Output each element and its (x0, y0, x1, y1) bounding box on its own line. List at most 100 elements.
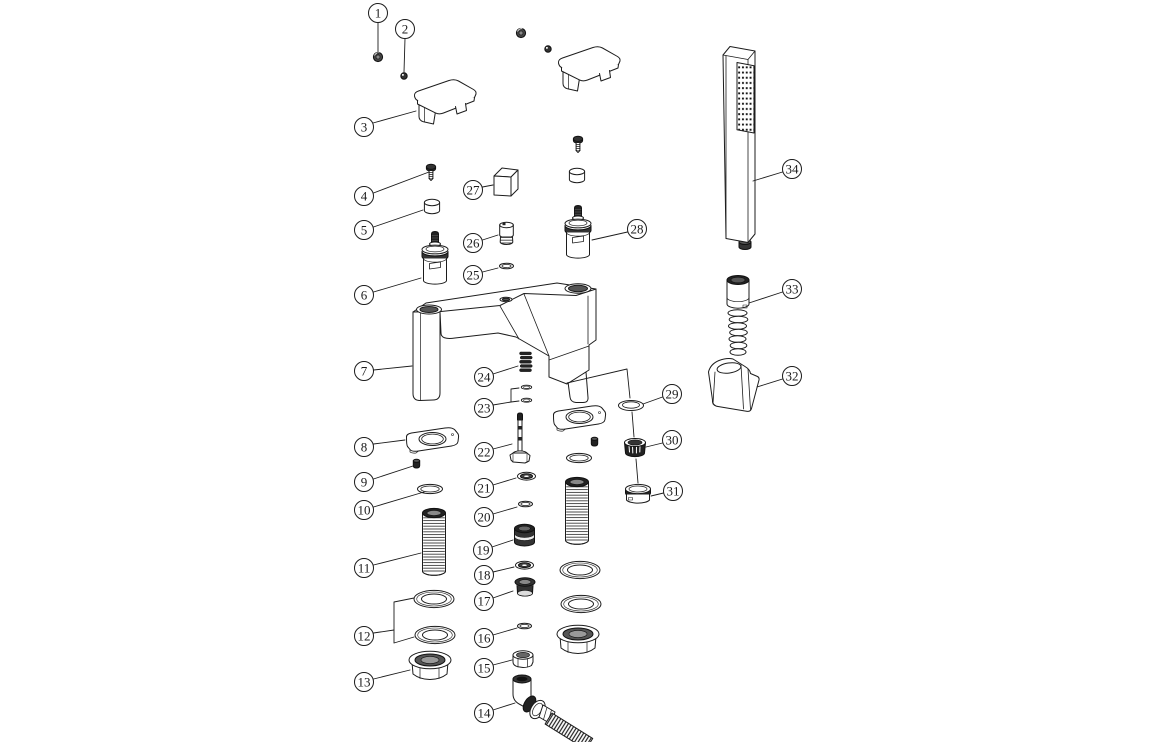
part-9-grub-screw-right (590, 436, 599, 447)
part-23-stem-o-ring-b (520, 397, 533, 403)
callout-number: 21 (478, 480, 491, 495)
leader-line (645, 442, 663, 448)
callout-circle (463, 180, 483, 200)
part-2-handle-screw (400, 72, 408, 80)
leader-line (642, 396, 663, 405)
part-12-washer-b (414, 625, 456, 645)
callout-6-valve-cartridge: 6 (354, 277, 422, 305)
callout-circle (354, 672, 374, 692)
part-17-seal-bush (514, 577, 536, 597)
callout-number: 6 (361, 287, 368, 302)
callout-number: 24 (478, 369, 492, 384)
callout-circle (354, 186, 374, 206)
callout-number: 12 (358, 628, 371, 643)
leader-line (373, 171, 430, 194)
leader-line (482, 184, 494, 188)
callout-number: 32 (786, 368, 799, 383)
part-5-spacer-sleeve-right (568, 167, 586, 184)
part-18-washer (515, 560, 534, 570)
callout-12-shank-washers: 12 (354, 597, 415, 646)
leader-line (373, 439, 406, 445)
callout-5-spacer-sleeve: 5 (354, 209, 424, 240)
leader-line (748, 291, 783, 304)
leader-line (373, 465, 414, 480)
callout-number: 2 (402, 21, 409, 36)
callout-number: 11 (358, 560, 371, 575)
callout-number: 19 (477, 542, 490, 557)
callout-33-shower-hose: 33 (748, 279, 802, 304)
leader-line (492, 387, 520, 406)
callout-circle (662, 384, 682, 404)
callout-number: 7 (361, 363, 368, 378)
callout-circle (474, 507, 494, 527)
callout-number: 28 (631, 221, 644, 236)
leader-line (373, 277, 422, 293)
callout-circle (782, 366, 802, 386)
part-1-handle-screw-cap-right (515, 27, 527, 39)
part-25-o-ring (499, 262, 514, 270)
callout-10-o-ring: 10 (354, 491, 425, 520)
leader-line (752, 171, 783, 182)
leader-line (373, 209, 424, 228)
callout-9-grub-screw: 9 (354, 465, 414, 492)
callout-number: 23 (478, 400, 491, 415)
callout-circle (473, 540, 493, 560)
callout-number: 1 (375, 5, 382, 20)
callout-number: 20 (478, 509, 491, 524)
callout-circle (354, 500, 374, 520)
callout-1-handle-screw-cap: 1 (368, 3, 388, 56)
leader-line (491, 539, 514, 548)
callout-8-base-plate: 8 (354, 437, 406, 457)
part-24-spring (519, 351, 533, 372)
leader-line (373, 365, 413, 371)
part-2-handle-screw-right (544, 45, 552, 53)
axis-line-segment (635, 458, 639, 484)
callout-circle (474, 367, 494, 387)
leader-line (492, 659, 513, 666)
callout-17-seal-bush: 17 (474, 590, 514, 611)
callout-number: 16 (478, 630, 492, 645)
callout-31-aerator-housing: 31 (650, 481, 683, 501)
callout-22-diverter-stem: 22 (474, 442, 513, 462)
callout-circle (662, 430, 682, 450)
callout-7-tap-body: 7 (354, 361, 413, 381)
callout-number: 8 (361, 439, 368, 454)
part-23-stem-o-ring-a (520, 384, 533, 390)
callout-circle (474, 591, 494, 611)
spout-axis-line (566, 368, 639, 484)
callout-number: 5 (361, 222, 368, 237)
callout-11-threaded-shank: 11 (354, 552, 422, 578)
leader-line (650, 492, 664, 497)
part-7-tap-body (412, 282, 597, 403)
callout-circle (474, 398, 494, 418)
callout-circle (474, 658, 494, 678)
part-29-spout-washer (618, 400, 644, 411)
part-21-stem-washer (517, 471, 536, 481)
callout-number: 33 (786, 281, 799, 296)
leader-line (492, 477, 517, 486)
callout-34-shower-handset: 34 (752, 159, 802, 182)
callout-circle (782, 279, 802, 299)
callout-number: 10 (358, 502, 371, 517)
part-26-diverter-screw (499, 221, 514, 245)
callout-circle (368, 3, 388, 23)
callout-circle (463, 265, 483, 285)
callout-19-diverter-bush: 19 (473, 539, 514, 560)
part-13-backnut-right (556, 624, 600, 654)
part-15-hex-nut (512, 650, 534, 668)
part-10-o-ring-right (566, 452, 592, 464)
callout-circle (474, 478, 494, 498)
callout-circle (627, 219, 647, 239)
part-30-aerator-insert (624, 438, 646, 458)
callout-circle (663, 481, 683, 501)
callout-28-valve-cartridge: 28 (591, 219, 647, 241)
callout-number: 17 (478, 593, 492, 608)
callout-number: 18 (478, 567, 491, 582)
part-13-backnut (408, 650, 452, 680)
callout-circle (474, 442, 494, 462)
part-12-washer-a (413, 589, 455, 609)
callout-circle (354, 437, 374, 457)
leader-line (492, 627, 518, 636)
callout-circle (463, 233, 483, 253)
